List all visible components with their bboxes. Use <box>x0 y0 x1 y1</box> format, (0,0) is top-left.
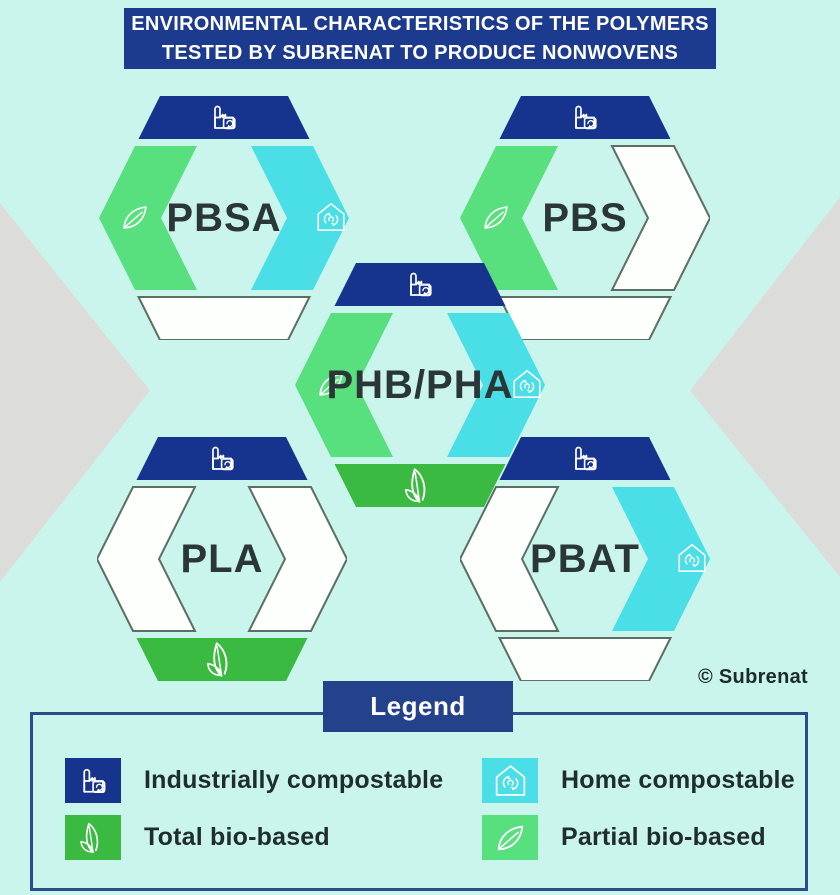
title-banner: ENVIRONMENTAL CHARACTERISTICS OF THE POL… <box>124 8 716 69</box>
segment-industrially-compostable <box>334 263 506 306</box>
backdrop-triangle-right <box>690 197 840 577</box>
hexagon-graphic: PBSA <box>99 96 349 340</box>
legend-panel: Industrially compostable Home compostabl… <box>30 712 808 891</box>
legend-item-partial-bio-based: Partial bio-based <box>482 815 766 860</box>
hexagon-graphic: PBAT <box>460 437 710 681</box>
segment-home-compostable <box>612 487 710 631</box>
leaf-large-icon <box>65 815 121 860</box>
legend-item-total-bio-based: Total bio-based <box>65 815 330 860</box>
polymer-hexagon-pbat: PBAT <box>460 437 710 681</box>
leaf-small-icon <box>482 815 538 860</box>
segment-home-compostable <box>247 486 347 632</box>
legend-item-label: Total bio-based <box>144 823 330 851</box>
hexagon-graphic: PBS <box>460 96 710 340</box>
legend-title: Legend <box>323 681 513 732</box>
polymer-name-label: PBAT <box>530 537 640 581</box>
segment-industrially-compostable <box>499 96 671 139</box>
segment-total-bio-based <box>136 638 308 681</box>
copyright-text: © Subrenat <box>698 666 808 688</box>
polymer-hexagon-phb-pha: PHB/PHA <box>295 263 545 507</box>
legend-item-label: Industrially compostable <box>144 766 444 794</box>
segment-industrially-compostable <box>136 437 308 480</box>
polymer-name-label: PBSA <box>166 196 281 240</box>
segment-total-bio-based <box>334 464 506 507</box>
factory-icon <box>65 758 121 803</box>
segment-partial-bio-based <box>97 486 197 632</box>
segment-home-compostable <box>251 146 349 290</box>
home-icon <box>482 758 538 803</box>
legend-swatch-background <box>65 815 121 860</box>
segment-total-bio-based <box>136 296 312 340</box>
segment-partial-bio-based <box>460 146 558 290</box>
segment-home-compostable <box>447 313 545 457</box>
hexagon-graphic: PHB/PHA <box>295 263 545 507</box>
segment-total-bio-based <box>497 637 673 681</box>
polymer-hexagon-pbs: PBS <box>460 96 710 340</box>
legend-item-home-compostable: Home compostable <box>482 758 795 803</box>
polymer-name-label: PBS <box>542 196 627 240</box>
title-line-1: ENVIRONMENTAL CHARACTERISTICS OF THE POL… <box>131 13 709 36</box>
hexagon-graphic: PLA <box>97 437 347 681</box>
polymer-hexagon-pla: PLA <box>97 437 347 681</box>
polymer-name-label: PHB/PHA <box>326 363 513 407</box>
legend-item-industrially-compostable: Industrially compostable <box>65 758 443 803</box>
legend-item-label: Partial bio-based <box>561 823 766 851</box>
title-line-2: TESTED BY SUBRENAT TO PRODUCE NONWOVENS <box>161 41 679 64</box>
segment-home-compostable <box>610 145 710 291</box>
polymer-name-label: PLA <box>181 537 264 581</box>
segment-partial-bio-based <box>460 486 560 632</box>
segment-partial-bio-based <box>99 146 197 290</box>
segment-industrially-compostable <box>138 96 310 139</box>
legend-swatch-background <box>482 815 538 860</box>
segment-industrially-compostable <box>499 437 671 480</box>
polymer-hexagon-pbsa: PBSA <box>99 96 349 340</box>
legend-item-label: Home compostable <box>561 766 795 794</box>
segment-partial-bio-based <box>295 313 393 457</box>
